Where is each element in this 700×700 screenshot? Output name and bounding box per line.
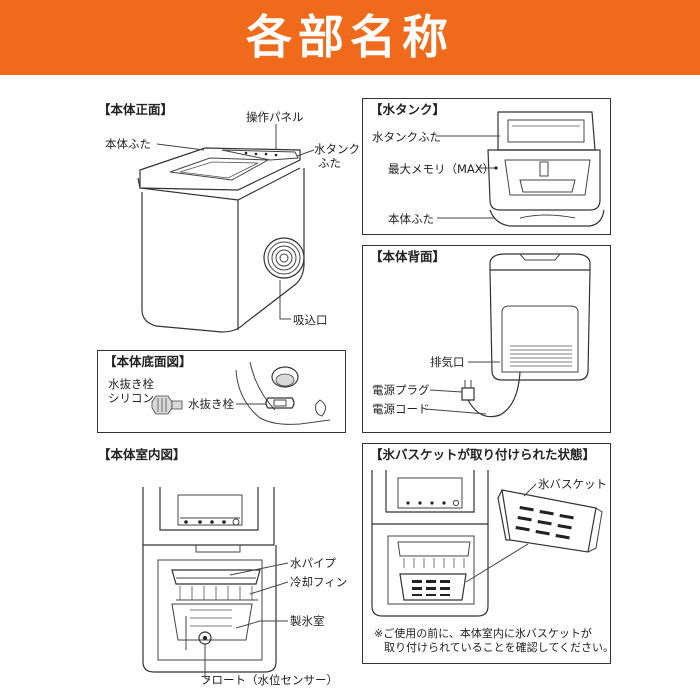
page-title: 各部名称 xyxy=(246,10,454,64)
label-silicone-line2: シリコン xyxy=(108,391,154,405)
label-ice-basket: 氷バスケット xyxy=(538,477,607,491)
label-tank-lid-line1: 水タンク xyxy=(314,142,360,156)
label-water-pipe: 水パイプ xyxy=(290,556,336,570)
bottom-section xyxy=(97,350,346,433)
label-drain-plug: 水抜き栓 xyxy=(188,397,234,411)
header-banner xyxy=(0,0,700,75)
label-tank-body-lid: 本体ふた xyxy=(388,212,434,226)
label-air-intake: 吸込口 xyxy=(293,313,328,327)
back-section xyxy=(362,245,611,433)
bottom-section-title: 【本体底面図】 xyxy=(104,354,192,369)
basket-section xyxy=(362,443,611,664)
label-float-sensor: フロート（水位センサー） xyxy=(200,673,338,687)
tank-section xyxy=(362,98,611,235)
label-silicone-line1: 水抜き栓 xyxy=(108,377,154,391)
basket-note-line1: ※ご使用の前に、本体室内に氷バスケットが xyxy=(374,627,592,640)
label-exhaust: 排気口 xyxy=(430,355,465,369)
basket-section-title: 【氷バスケットが取り付けられた状態】 xyxy=(370,447,596,462)
label-body-lid: 本体ふた xyxy=(105,137,151,151)
label-power-plug: 電源プラグ xyxy=(372,383,430,397)
label-control-panel: 操作パネル xyxy=(246,110,304,124)
label-tank-lid: 水タンクふた xyxy=(372,130,441,144)
label-cooling-fin: 冷却フィン xyxy=(290,575,348,589)
label-ice-room: 製氷室 xyxy=(290,614,325,628)
back-section-title: 【本体背面】 xyxy=(370,249,446,264)
front-view-title: 【本体正面】 xyxy=(98,102,174,117)
label-max-mark: 最大メモリ（MAX） xyxy=(388,162,495,176)
basket-note-line2: 取り付けられていることを確認してください。 xyxy=(384,641,615,654)
interior-section-title: 【本体室内図】 xyxy=(98,447,186,462)
label-tank-lid-line2: ふた xyxy=(318,156,341,170)
label-power-cord: 電源コード xyxy=(372,402,430,416)
tank-section-title: 【水タンク】 xyxy=(370,102,446,117)
